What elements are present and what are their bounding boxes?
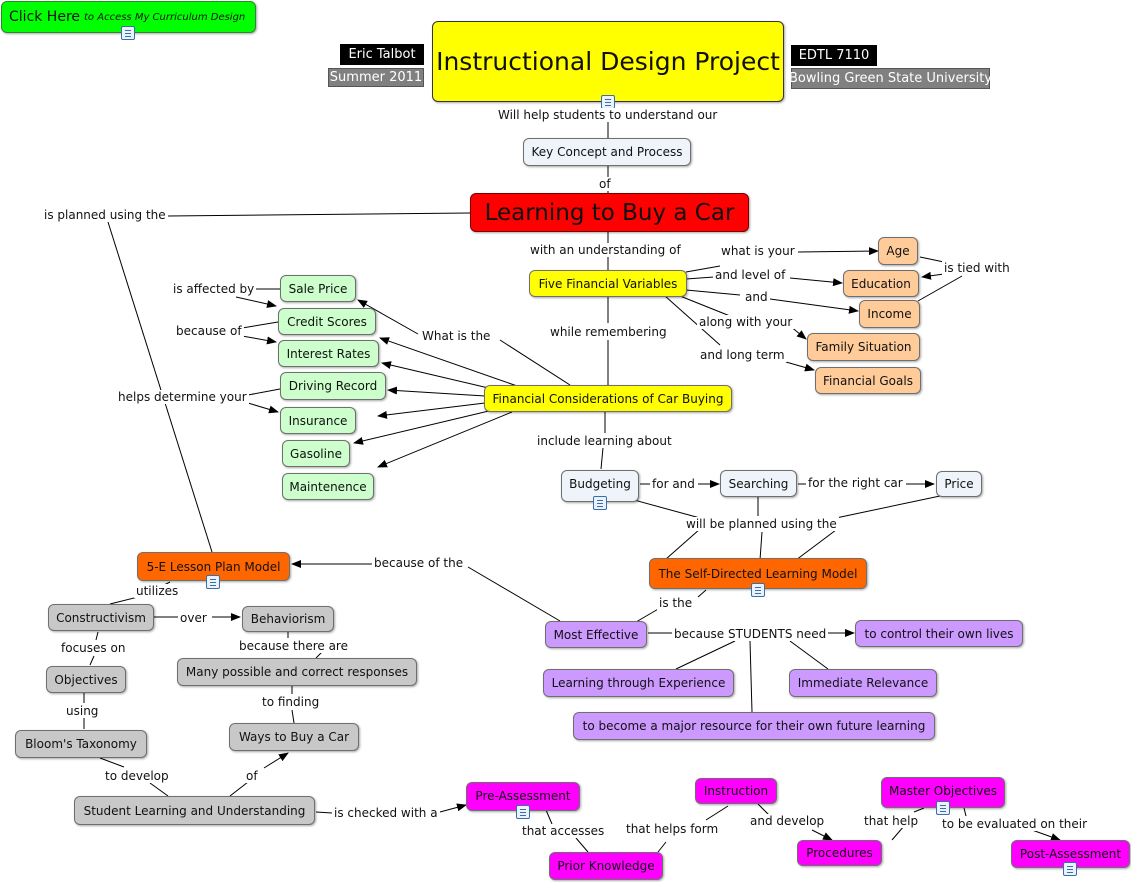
sale-price-node: Sale Price — [280, 275, 356, 302]
link-label: to finding — [260, 695, 322, 709]
link-label: with an understanding of — [528, 243, 683, 257]
credit-scores-node: Credit Scores — [278, 308, 376, 335]
link-label: that helps form — [624, 822, 721, 836]
document-icon[interactable] — [516, 805, 530, 819]
document-icon[interactable] — [751, 583, 765, 597]
age-node: Age — [878, 237, 918, 265]
link-label: is affected by — [171, 282, 257, 296]
immediate-relevance-node: Immediate Relevance — [789, 669, 937, 697]
instruction-node: Instruction — [695, 778, 777, 804]
link-label: of — [244, 769, 260, 783]
link-label: What is the — [420, 329, 493, 343]
most-effective-node: Most Effective — [545, 621, 647, 648]
document-icon[interactable] — [593, 496, 607, 510]
link-label: is the — [657, 596, 695, 610]
link-label: will be planned using the — [684, 517, 839, 531]
curriculum-link-main: Click Here — [9, 9, 81, 25]
financial-goals-node: Financial Goals — [815, 367, 921, 394]
link-label: to be evaluated on their — [940, 817, 1090, 831]
link-label: is checked with a — [332, 806, 440, 820]
project-title: Instructional Design Project — [432, 21, 784, 102]
link-label: and level of — [713, 268, 788, 282]
five-variables-node: Five Financial Variables — [529, 270, 687, 297]
prior-knowledge-node: Prior Knowledge — [549, 852, 663, 880]
objectives-node: Objectives — [46, 666, 126, 693]
interest-rates-node: Interest Rates — [278, 340, 379, 367]
driving-record-node: Driving Record — [280, 372, 386, 400]
term-tag: Summer 2011 — [328, 68, 424, 87]
link-label: over — [178, 611, 209, 625]
link-label: using — [64, 704, 101, 718]
self-directed-learning-node: The Self-Directed Learning Model — [649, 558, 867, 589]
education-node: Education — [843, 270, 919, 297]
link-label: because of — [174, 324, 244, 338]
link-label: include learning about — [535, 434, 674, 448]
link-label: utilizes — [134, 584, 181, 598]
constructivism-node: Constructivism — [48, 604, 154, 631]
link-label: of — [597, 177, 613, 191]
learning-experience-node: Learning through Experience — [543, 669, 734, 697]
control-lives-node: to control their own lives — [855, 620, 1023, 647]
link-label: along with your — [697, 315, 795, 329]
financial-considerations-node: Financial Considerations of Car Buying — [484, 385, 732, 412]
link-label: because of the — [372, 556, 466, 570]
student-learning-node: Student Learning and Understanding — [74, 796, 315, 825]
blooms-taxonomy-node: Bloom's Taxonomy — [15, 730, 147, 758]
behaviorism-node: Behaviorism — [242, 606, 334, 632]
pre-assessment-node: Pre-Assessment — [466, 782, 580, 811]
concept-map-icon[interactable] — [121, 26, 135, 40]
income-node: Income — [859, 300, 920, 328]
link-label: is planned using the — [42, 208, 168, 222]
course-tag: EDTL 7110 — [791, 45, 877, 66]
ways-to-buy-node: Ways to Buy a Car — [229, 723, 359, 751]
link-label: and long term — [698, 348, 787, 362]
link-label: for and — [650, 477, 697, 491]
author-tag: Eric Talbot — [340, 44, 424, 65]
document-icon[interactable] — [206, 575, 220, 589]
searching-node: Searching — [720, 470, 797, 497]
gasoline-node: Gasoline — [282, 440, 350, 467]
document-icon[interactable] — [936, 801, 950, 815]
university-tag: Bowling Green State University — [789, 68, 992, 89]
link-label: and develop — [748, 814, 827, 828]
link-label: and — [743, 290, 770, 304]
document-icon[interactable] — [1063, 862, 1077, 876]
link-label: while remembering — [548, 325, 669, 339]
many-responses-node: Many possible and correct responses — [177, 658, 417, 686]
link-label: because STUDENTS need — [672, 627, 829, 641]
document-icon[interactable] — [601, 95, 615, 109]
link-label: to develop — [103, 769, 171, 783]
insurance-node: Insurance — [280, 407, 356, 434]
main-topic-node: Learning to Buy a Car — [470, 193, 749, 232]
link-label: focuses on — [59, 641, 128, 655]
curriculum-link-sub: to Access My Curriculum Design — [84, 11, 246, 23]
link-label: helps determine your — [116, 390, 249, 404]
maintenance-node: Maintenence — [282, 473, 374, 500]
link-label: what is your — [719, 244, 797, 258]
major-resource-node: to become a major resource for their own… — [573, 712, 935, 740]
key-concept-node: Key Concept and Process — [523, 138, 691, 166]
link-label: is tied with — [942, 261, 1012, 275]
link-label: for the right car — [806, 476, 905, 490]
link-label: Will help students to understand our — [496, 108, 720, 122]
family-situation-node: Family Situation — [807, 333, 920, 361]
link-label: that help — [862, 814, 921, 828]
procedures-node: Procedures — [797, 840, 882, 866]
link-label: because there are — [237, 639, 350, 653]
price-node: Price — [936, 471, 982, 497]
link-label: that accesses — [520, 824, 607, 838]
